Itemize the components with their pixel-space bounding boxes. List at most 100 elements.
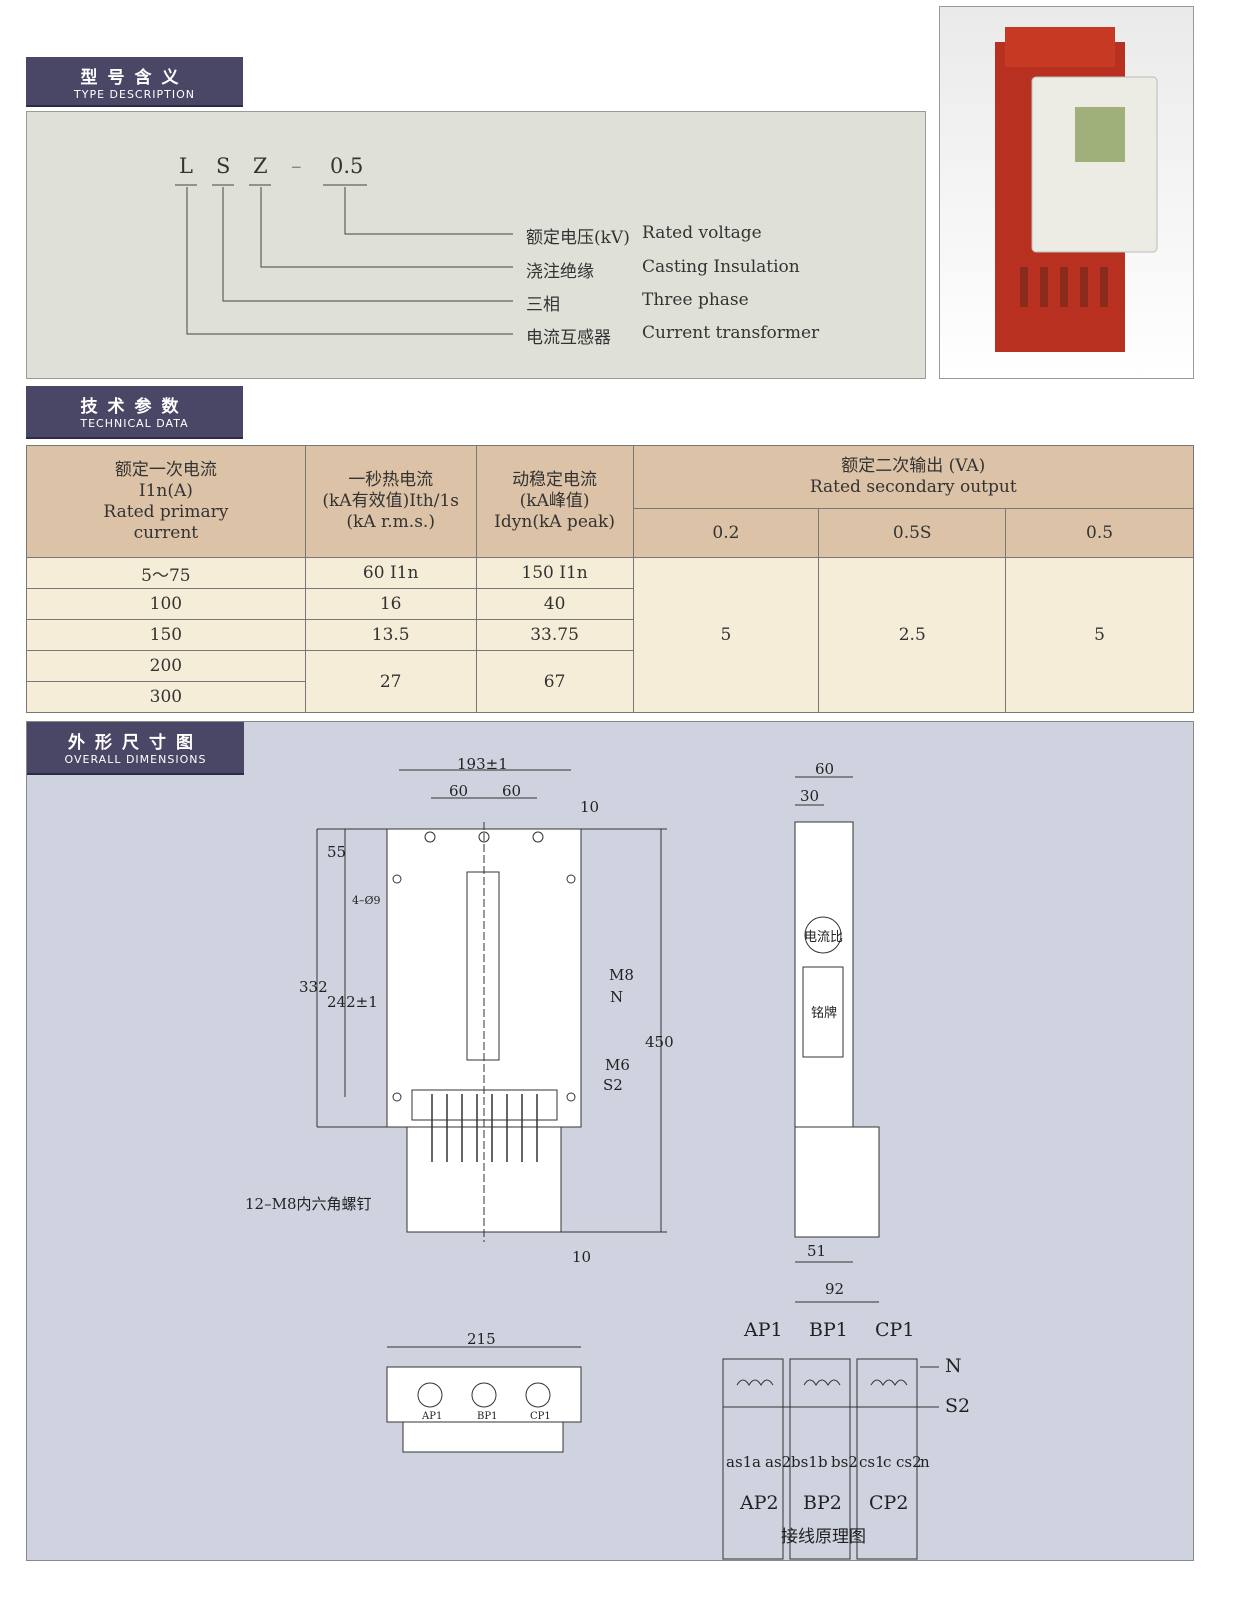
item-cn: 额定电压(kV) <box>526 228 630 248</box>
cell-text: cs2 <box>896 1453 922 1471</box>
label-ap1: AP1 <box>421 1411 442 1422</box>
label-n: N <box>610 988 623 1006</box>
cell-text: Idyn(kA peak) <box>494 512 615 532</box>
header-class-0.5s: 0.5S <box>818 508 1007 558</box>
header-cn: 型号含义 <box>80 68 189 88</box>
code-voltage: 0.5 <box>330 154 364 178</box>
item-en: Current transformer <box>642 323 820 343</box>
dim-width: 193±1 <box>457 755 508 773</box>
header-class-0.2: 0.2 <box>632 508 820 558</box>
code-l: L <box>179 154 193 178</box>
item-en: Rated voltage <box>642 223 762 243</box>
cell-text: 动稳定电流 <box>512 470 598 490</box>
label-m6: M6 <box>605 1056 630 1074</box>
dim-450: 450 <box>645 1033 674 1051</box>
product-photo <box>939 6 1194 379</box>
type-description-panel: L S Z – 0.5 额定电压(kV) Rated voltage 浇注绝缘 … <box>26 111 926 379</box>
cell-text: b <box>818 1453 828 1471</box>
overall-dimensions-header: 外形尺寸图 OVERALL DIMENSIONS <box>27 722 244 775</box>
header-en: TECHNICAL DATA <box>80 417 189 430</box>
cell-text: n <box>920 1453 930 1471</box>
cell-text: 额定二次输出 (VA) <box>841 456 986 476</box>
cell-text: 33.75 <box>475 619 634 651</box>
cell-text: 16 <box>304 588 477 620</box>
cell-text: 60 I1n <box>304 557 477 589</box>
label-cp1: CP1 <box>530 1411 551 1422</box>
wiring-ap2: AP2 <box>739 1492 779 1514</box>
wiring-cp2: CP2 <box>869 1492 908 1514</box>
cell-text: 40 <box>475 588 634 620</box>
code-s: S <box>216 154 231 178</box>
cell-text: (kA峰值) <box>519 491 590 511</box>
header-class-0.5: 0.5 <box>1005 508 1194 558</box>
item-cn: 三相 <box>526 295 560 315</box>
header-en: OVERALL DIMENSIONS <box>64 753 207 766</box>
wiring-ap1: AP1 <box>743 1319 783 1341</box>
wiring-bp1: BP1 <box>809 1319 848 1341</box>
cell-text: 200 <box>26 650 306 682</box>
dim-92: 92 <box>825 1280 844 1298</box>
cell-text: cs1 <box>859 1453 885 1471</box>
cell-text: bs2 <box>831 1453 858 1471</box>
cell-text: (kA r.m.s.) <box>346 512 435 532</box>
output-0.2: 5 <box>632 557 820 713</box>
cell-text: a <box>752 1453 761 1471</box>
item-cn: 电流互感器 <box>526 328 611 348</box>
cell-text: 100 <box>26 588 306 620</box>
label-nameplate: 铭牌 <box>811 1005 837 1021</box>
cell-text: (kA有效值)Ith/1s <box>322 491 459 511</box>
cell-text: as2 <box>765 1453 791 1471</box>
dim-60a: 60 <box>449 782 468 800</box>
cell-text: 一秒热电流 <box>348 470 434 490</box>
dim-215: 215 <box>467 1330 496 1348</box>
header-thermal-current: 一秒热电流(kA有效值)Ith/1s(kA r.m.s.) <box>304 445 477 558</box>
item-en: Three phase <box>642 290 749 310</box>
wiring-s2: S2 <box>945 1395 970 1417</box>
dim-242: 242±1 <box>327 993 378 1011</box>
dim-bottom10: 10 <box>572 1248 591 1266</box>
dim-side30: 30 <box>800 787 819 805</box>
code-dash: – <box>291 154 302 178</box>
label-bp1: BP1 <box>477 1411 497 1422</box>
dim-55: 55 <box>327 843 346 861</box>
cell-text: Rated primary <box>103 501 229 522</box>
cell-text: Rated secondary output <box>809 477 1017 497</box>
dim-51: 51 <box>807 1242 826 1260</box>
cell-text: 额定一次电流 <box>114 459 217 480</box>
cell-text: as1 <box>726 1453 752 1471</box>
dim-side60: 60 <box>815 760 834 778</box>
label-screws: 12–M8内六角螺钉 <box>245 1195 372 1213</box>
type-description-header: 型号含义 TYPE DESCRIPTION <box>26 57 243 107</box>
dim-60b: 60 <box>502 782 521 800</box>
item-cn: 浇注绝缘 <box>526 262 594 282</box>
wiring-n: N <box>945 1355 962 1377</box>
header-dynamic-current: 动稳定电流(kA峰值)Idyn(kA peak) <box>475 445 634 558</box>
wiring-caption: 接线原理图 <box>781 1527 866 1547</box>
cell-text: 150 I1n <box>475 557 634 589</box>
label-s2: S2 <box>603 1076 623 1094</box>
output-0.5s: 2.5 <box>818 557 1007 713</box>
dimension-drawings: 193±1 60 60 10 55 4–Ø9 332 242±1 M8 N M6… <box>245 755 970 1560</box>
dim-holes: 4–Ø9 <box>352 894 381 907</box>
technical-data-header: 技术参数 TECHNICAL DATA <box>26 386 243 439</box>
cell-text: I1n(A) <box>138 480 193 501</box>
item-en: Casting Insulation <box>642 257 800 277</box>
wiring-bp2: BP2 <box>803 1492 842 1514</box>
cell-text: 27 <box>304 650 477 713</box>
header-cn: 技术参数 <box>80 397 189 417</box>
cell-text: c <box>883 1453 891 1471</box>
cell-text: bs1 <box>791 1453 818 1471</box>
overall-dimensions-panel: 外形尺寸图 OVERALL DIMENSIONS 193±1 60 60 10 … <box>26 721 1194 1561</box>
dim-332: 332 <box>299 978 328 996</box>
header-cn: 外形尺寸图 <box>68 733 203 753</box>
cell-text: 67 <box>475 650 634 713</box>
dim-top10: 10 <box>580 798 599 816</box>
wiring-cp1: CP1 <box>875 1319 914 1341</box>
type-code-lines <box>175 184 513 335</box>
header-en: TYPE DESCRIPTION <box>74 88 195 101</box>
cell-text: 300 <box>26 681 306 713</box>
